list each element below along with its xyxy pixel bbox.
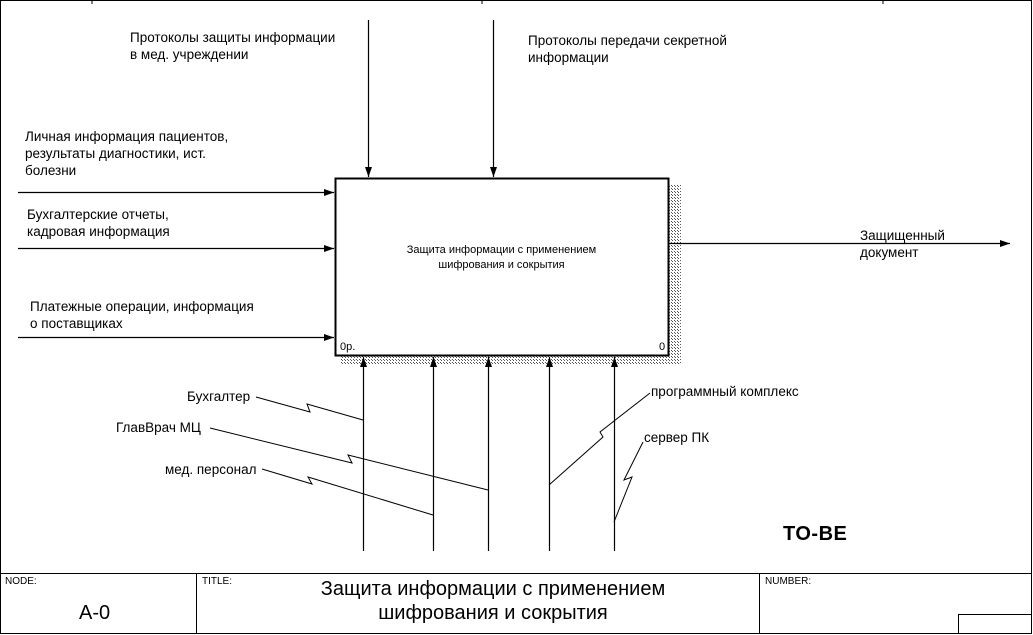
mechanism-label-1: Бухгалтер xyxy=(187,389,251,404)
input-label-2: Бухгалтерские отчеты, кадровая информаци… xyxy=(27,207,170,239)
control-arrows xyxy=(365,20,497,177)
mechanism-arrows xyxy=(360,357,618,551)
output-label-1: Защищенный документ xyxy=(860,228,945,260)
control-label-2: Протоколы передачи секретной информации xyxy=(528,33,727,65)
leader-medpersonal xyxy=(261,468,434,516)
number-label: NUMBER: xyxy=(765,576,812,587)
mechanism-label-2: ГлавВрач МЦ xyxy=(116,420,201,435)
input-arrows xyxy=(18,189,334,341)
input-label-3: Платежные операции, информация о поставщ… xyxy=(30,299,254,331)
mechanism-label-3: мед. персонал xyxy=(165,462,257,477)
leader-programmny xyxy=(548,392,651,486)
leader-buhgalter xyxy=(255,396,364,421)
input-label-1: Личная информация пациентов, результаты … xyxy=(25,129,229,178)
title-label: TITLE: xyxy=(202,576,233,587)
mechanism-label-4: программный комплекс xyxy=(651,384,799,399)
activity-box-cost: 0р. xyxy=(340,341,355,353)
node-value: A-0 xyxy=(79,602,111,624)
leader-server xyxy=(613,441,644,523)
node-label: NODE: xyxy=(5,576,37,587)
status-tobe: TO-BE xyxy=(783,523,848,545)
activity-box[interactable] xyxy=(334,177,670,357)
label-leaders xyxy=(209,392,651,523)
control-label-1: Протоколы защиты информации в мед. учреж… xyxy=(130,30,336,62)
leader-glavvrach xyxy=(209,427,489,491)
mechanism-label-5: сервер ПК xyxy=(644,430,710,445)
activity-box-label: Защита информации с применением шифрован… xyxy=(406,244,597,271)
activity-box-number: 0 xyxy=(659,341,665,353)
title-value: Защита информации с применением шифрован… xyxy=(320,578,666,624)
